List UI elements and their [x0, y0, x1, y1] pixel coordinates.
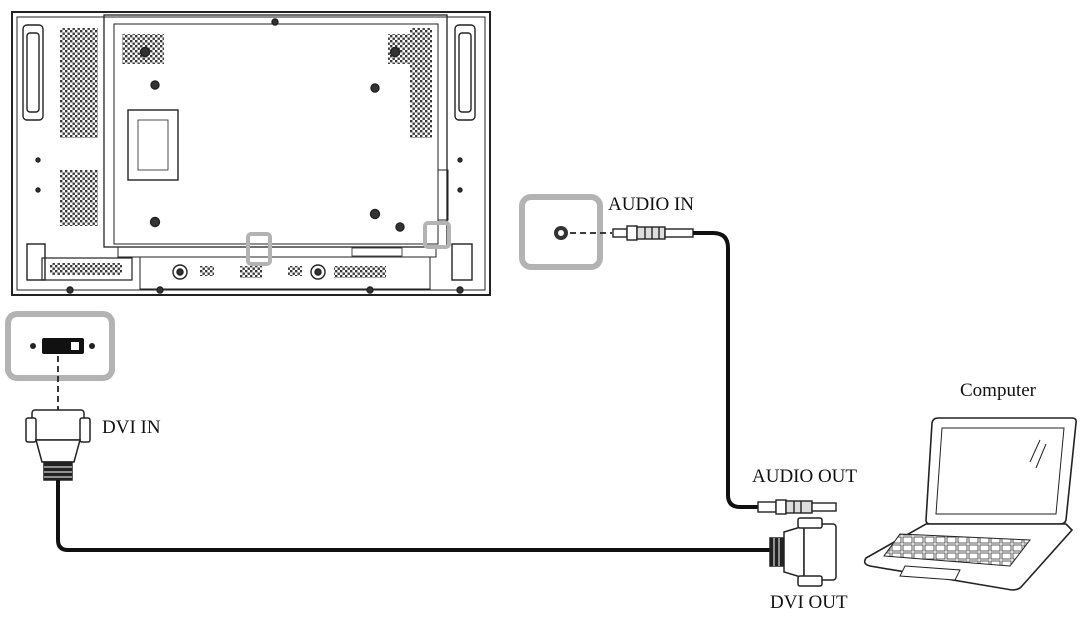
dvi-in-label: DVI IN: [102, 417, 161, 438]
audio-jack-icon: [554, 226, 568, 240]
dvi-port-icon: [30, 338, 95, 354]
dvi-cable: [56, 480, 780, 552]
display-rear-panel-icon: [11, 11, 491, 296]
dvi-out-label: DVI OUT: [770, 592, 848, 613]
audio-plug-icon: [612, 225, 694, 241]
dvi-port-highlight: [246, 232, 272, 266]
audio-cable: [693, 231, 760, 509]
audio-port-highlight: [423, 221, 451, 249]
audio-in-label: AUDIO IN: [608, 194, 694, 215]
computer-label: Computer: [960, 380, 1037, 401]
audio-out-plug-icon: [757, 499, 837, 515]
laptop-icon: [863, 417, 1077, 591]
dvi-plug-icon: [25, 409, 91, 481]
dvi-out-plug-icon: [769, 517, 837, 587]
audio-out-label: AUDIO OUT: [752, 466, 857, 487]
